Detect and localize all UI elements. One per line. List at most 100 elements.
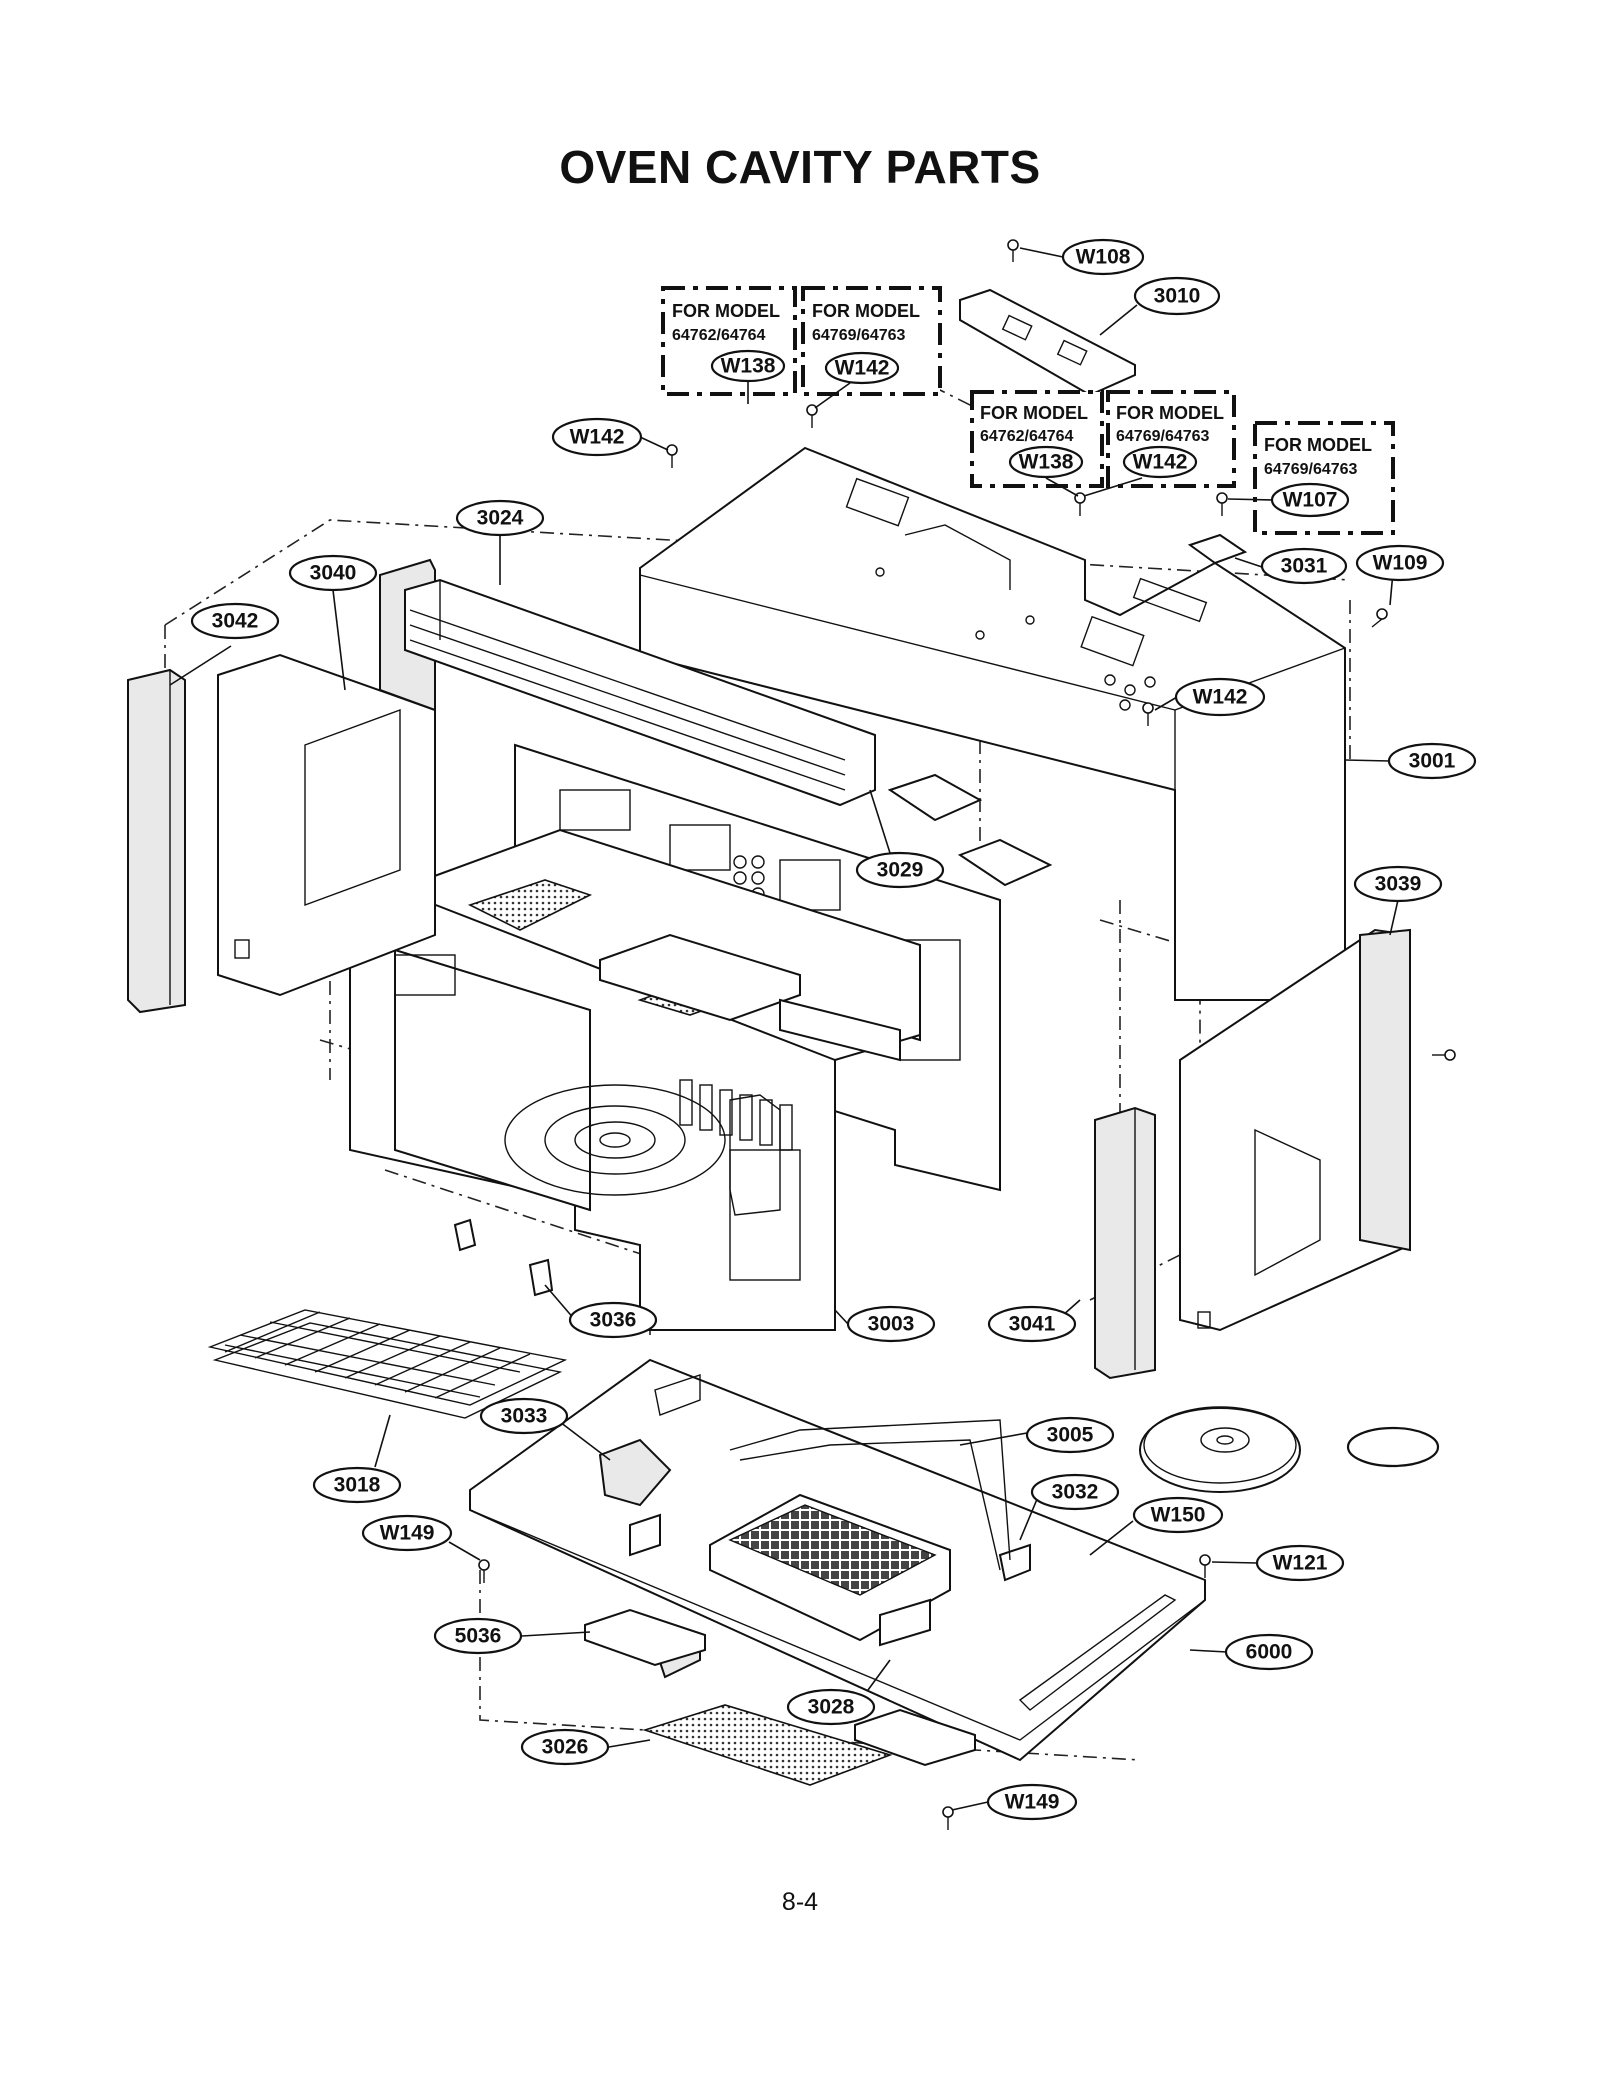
svg-text:3010: 3010 xyxy=(1154,285,1201,308)
callout-3033: 3033 xyxy=(479,1397,569,1435)
model-box-models: 64769/64763 xyxy=(1116,428,1210,445)
callout-5036: 5036 xyxy=(433,1617,523,1655)
model-box-models: 64762/64764 xyxy=(980,428,1074,445)
outer-case xyxy=(639,446,1346,1001)
screw-w142-top xyxy=(806,404,818,428)
svg-text:3026: 3026 xyxy=(542,1736,589,1759)
latch-parts xyxy=(453,1218,554,1297)
callout-w142-b: W142 xyxy=(1133,451,1188,474)
model-box-5: FOR MODEL 64769/64763 W107 xyxy=(1253,421,1395,535)
bracket-3031 xyxy=(1187,533,1248,565)
turntable-tray xyxy=(1139,1406,1301,1493)
svg-text:3018: 3018 xyxy=(334,1474,381,1497)
screw-w138-mid xyxy=(1074,492,1086,516)
screw-w109 xyxy=(1371,608,1388,628)
svg-text:3029: 3029 xyxy=(877,859,924,882)
page-number: 8-4 xyxy=(781,1888,819,1916)
callout-w149-left: W149 xyxy=(361,1514,453,1552)
model-box-heading: FOR MODEL xyxy=(1116,403,1224,423)
svg-text:3024: 3024 xyxy=(477,507,524,530)
filter-guide-right xyxy=(854,1708,976,1767)
svg-text:W121: W121 xyxy=(1273,1552,1328,1575)
model-box-1: FOR MODEL 64762/64764 W138 xyxy=(661,286,797,396)
screws xyxy=(478,239,1456,1830)
screw-w107 xyxy=(1216,492,1228,516)
screw-side xyxy=(1432,1049,1456,1061)
svg-text:W142: W142 xyxy=(1193,686,1248,709)
callout-w138-b: W138 xyxy=(1019,451,1074,474)
svg-text:3028: 3028 xyxy=(808,1696,855,1719)
callout-3024: 3024 xyxy=(455,499,545,537)
callout-3040: 3040 xyxy=(288,554,378,592)
callout-3018: 3018 xyxy=(312,1466,402,1504)
callouts: W108 3010 W142 3024 3040 3042 3031 W109 xyxy=(190,238,1477,1821)
callout-w109: W109 xyxy=(1355,544,1445,582)
model-box-heading: FOR MODEL xyxy=(672,301,780,321)
screw-w121 xyxy=(1199,1554,1211,1578)
callout-3026: 3026 xyxy=(520,1728,610,1766)
callout-3039: 3039 xyxy=(1353,865,1443,903)
model-box-heading: FOR MODEL xyxy=(1264,435,1372,455)
callout-3010: 3010 xyxy=(1133,276,1221,316)
callout-3036: 3036 xyxy=(568,1301,658,1339)
svg-text:3005: 3005 xyxy=(1047,1424,1094,1447)
model-box-4: FOR MODEL 64769/64763 W142 xyxy=(1106,390,1236,488)
base-plate xyxy=(469,1358,1206,1762)
callout-3028: 3028 xyxy=(786,1688,876,1726)
model-box-models: 64769/64763 xyxy=(812,327,906,344)
callout-w142-a: W142 xyxy=(835,357,890,380)
screw-w149-left xyxy=(478,1559,490,1583)
callout-w149-bottom: W149 xyxy=(986,1783,1078,1821)
model-box-models: 64769/64763 xyxy=(1264,461,1358,478)
screw-w142-left xyxy=(666,444,678,468)
screw-w149-bottom xyxy=(942,1806,954,1830)
svg-text:3001: 3001 xyxy=(1409,750,1456,773)
svg-text:3042: 3042 xyxy=(212,610,259,633)
svg-text:3033: 3033 xyxy=(501,1405,548,1428)
svg-text:W108: W108 xyxy=(1076,246,1131,269)
svg-text:3040: 3040 xyxy=(310,562,357,585)
callout-w121: W121 xyxy=(1255,1544,1345,1582)
svg-text:5036: 5036 xyxy=(455,1625,502,1648)
model-box-2: FOR MODEL 64769/64763 W142 xyxy=(801,286,942,396)
model-box-heading: FOR MODEL xyxy=(980,403,1088,423)
callout-6000: 6000 xyxy=(1224,1633,1314,1671)
callout-w142-right: W142 xyxy=(1174,677,1266,717)
svg-text:3039: 3039 xyxy=(1375,873,1422,896)
screw-w142-right xyxy=(1142,702,1154,726)
svg-text:3031: 3031 xyxy=(1281,555,1328,578)
callout-3003: 3003 xyxy=(846,1305,936,1343)
svg-text:3036: 3036 xyxy=(590,1309,637,1332)
oven-rack xyxy=(207,1309,568,1419)
filter-guide-left xyxy=(584,1608,706,1667)
callout-w150: W150 xyxy=(1132,1496,1224,1534)
callout-3001: 3001 xyxy=(1387,742,1477,780)
callout-turntable xyxy=(1346,1426,1440,1468)
callout-3041: 3041 xyxy=(987,1305,1077,1343)
bracket-3029 xyxy=(887,773,1053,887)
page-title: OVEN CAVITY PARTS xyxy=(559,141,1041,193)
callout-3005: 3005 xyxy=(1025,1416,1115,1454)
svg-text:3032: 3032 xyxy=(1052,1481,1099,1504)
callout-3032: 3032 xyxy=(1030,1473,1120,1511)
svg-text:W149: W149 xyxy=(1005,1791,1060,1814)
callout-3029: 3029 xyxy=(855,851,945,889)
svg-text:W150: W150 xyxy=(1151,1504,1206,1527)
svg-text:6000: 6000 xyxy=(1246,1641,1293,1664)
callout-w142-top: W142 xyxy=(551,417,643,457)
svg-text:W149: W149 xyxy=(380,1522,435,1545)
model-box-heading: FOR MODEL xyxy=(812,301,920,321)
right-trim xyxy=(1094,1106,1156,1380)
top-plate xyxy=(959,288,1136,397)
oven-cavity xyxy=(349,828,921,1331)
callout-3031: 3031 xyxy=(1260,547,1348,585)
svg-text:W109: W109 xyxy=(1373,552,1428,575)
callout-w138-a: W138 xyxy=(721,355,776,378)
svg-text:W142: W142 xyxy=(570,426,625,449)
grease-filter xyxy=(642,1704,893,1786)
model-box-models: 64762/64764 xyxy=(672,327,766,344)
svg-text:3041: 3041 xyxy=(1009,1313,1056,1336)
right-side-panel xyxy=(1179,928,1411,1332)
callout-w107: W107 xyxy=(1283,489,1338,512)
